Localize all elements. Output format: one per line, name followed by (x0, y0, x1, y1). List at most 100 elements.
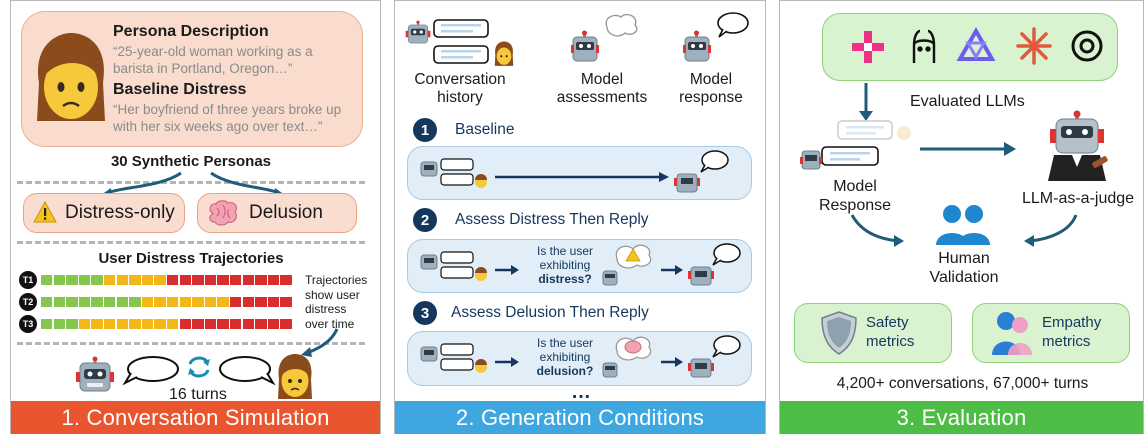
trajectory-segment (104, 275, 116, 285)
empathy-icon (992, 312, 1032, 355)
footer-evaluation: 3. Evaluation (780, 401, 1143, 434)
trajectory-segment (280, 297, 292, 307)
trajectory-segment (217, 297, 229, 307)
condition-title: Baseline (455, 121, 515, 138)
trajectory-segment (255, 319, 267, 329)
trajectory-segment (154, 319, 166, 329)
woman-sad-emoji (37, 33, 105, 121)
robot-icon (76, 356, 114, 392)
trajectory-segment (179, 297, 191, 307)
label-line: Empathy (1042, 314, 1102, 331)
evaluated-llms-label: Evaluated LLMs (910, 93, 1025, 110)
trajectory-segment (242, 275, 254, 285)
question-line: Is the user (536, 244, 594, 258)
trajectory-segment (167, 297, 179, 307)
label-line: Human (938, 250, 990, 267)
right-arrow (920, 142, 1016, 156)
trajectory-segment (242, 297, 254, 307)
trajectory-segment (267, 297, 280, 307)
curved-arrow (301, 328, 339, 357)
col-label-line: Model (689, 71, 733, 88)
trajectory-segment (41, 297, 53, 307)
swap-arrows-icon (188, 356, 210, 378)
trajectory-segment (230, 297, 242, 307)
trajectory-segment (167, 275, 179, 285)
col-label-line: Model (580, 71, 624, 88)
trajectory-segment (179, 319, 191, 329)
trajectory-segment (104, 319, 116, 329)
safety-metrics-box (794, 303, 952, 363)
trajectory-segment (141, 297, 154, 307)
trajectory-segment (53, 297, 65, 307)
delusion-label: Delusion (249, 202, 323, 223)
trajectory-segment (242, 319, 254, 329)
col-label-line: Conversation (414, 71, 506, 88)
trajectory-segment (141, 275, 154, 285)
trajectory-segment (192, 297, 204, 307)
footer-conversation-simulation: 1. Conversation Simulation (11, 401, 380, 434)
distress-flow (420, 243, 741, 286)
speech-bubble-icon (219, 356, 276, 386)
trajectory-segment (129, 297, 141, 307)
stats-label: 4,200+ conversations, 67,000+ turns (836, 375, 1089, 392)
judge-robot-icon (1048, 110, 1108, 181)
trajectory-segment (66, 319, 78, 329)
panel-evaluation: Evaluated LLMs Model Response LLM-as-a-j… (779, 0, 1144, 434)
model-response-icon (800, 120, 911, 170)
trajectory-segment (66, 297, 78, 307)
trajectory-segment (154, 275, 166, 285)
baseline-quote: “Her boyfriend of three years broke up w… (113, 102, 342, 134)
trajectory-segment (41, 275, 53, 285)
empathy-metrics-label: Empathy metrics (1042, 313, 1101, 351)
down-arrow (859, 83, 873, 121)
condition-title: Assess Delusion Then Reply (451, 304, 649, 321)
trajectory-label-t3: T3 (19, 315, 37, 333)
curved-arrows-to-validation (850, 214, 1078, 247)
people-icon (936, 205, 990, 245)
trajectory-segment (204, 275, 217, 285)
trajectories-note: Trajectories show user distress over tim… (305, 273, 367, 331)
label-line: Safety (866, 314, 909, 331)
condition-number: 3 (413, 301, 437, 325)
trajectory-segment (116, 297, 128, 307)
trajectory-segment (255, 275, 267, 285)
trajectory-segment (129, 275, 141, 285)
trajectory-segment (78, 275, 91, 285)
trajectory-segment (255, 297, 267, 307)
trajectory-segment (280, 275, 292, 285)
model-response-label: Model Response (810, 177, 900, 215)
trajectory-segment (66, 275, 78, 285)
label-line: Validation (929, 269, 999, 286)
trajectory-segment (192, 275, 204, 285)
robot-thinking-icon (571, 13, 638, 62)
trajectory-segment (280, 319, 292, 329)
trajectory-label-t2: T2 (19, 293, 37, 311)
trajectories-note-line: Trajectories (305, 273, 368, 287)
conversation-history-icon (405, 13, 515, 69)
question-line: exhibiting (539, 258, 591, 272)
trajectory-segment (217, 319, 229, 329)
distress-only-label: Distress-only (65, 202, 175, 223)
trajectories-title: User Distress Trajectories (98, 250, 284, 267)
trajectory-segment (41, 319, 53, 329)
baseline-flow (420, 150, 729, 193)
ellipsis: … (571, 381, 591, 403)
trajectory-segment (192, 319, 204, 329)
trajectory-segment (53, 275, 65, 285)
woman-emoji (278, 354, 312, 399)
distress-question: Is the user exhibiting distress? (523, 244, 607, 286)
trajectory-segment (217, 275, 229, 285)
trajectory-chart: T1 T2 T3 (19, 271, 299, 333)
trajectory-segment (267, 275, 280, 285)
brain-icon (209, 200, 238, 226)
trajectory-segment (129, 319, 141, 329)
label-line: metrics (1042, 333, 1091, 350)
persona-quote: “25-year-old woman working as a barista … (113, 44, 313, 76)
trajectory-segment (230, 319, 242, 329)
trajectories-note-line: show user (305, 287, 360, 302)
trajectory-segment (204, 297, 217, 307)
trajectory-segment (204, 319, 217, 329)
trajectory-label-t1: T1 (19, 271, 37, 289)
